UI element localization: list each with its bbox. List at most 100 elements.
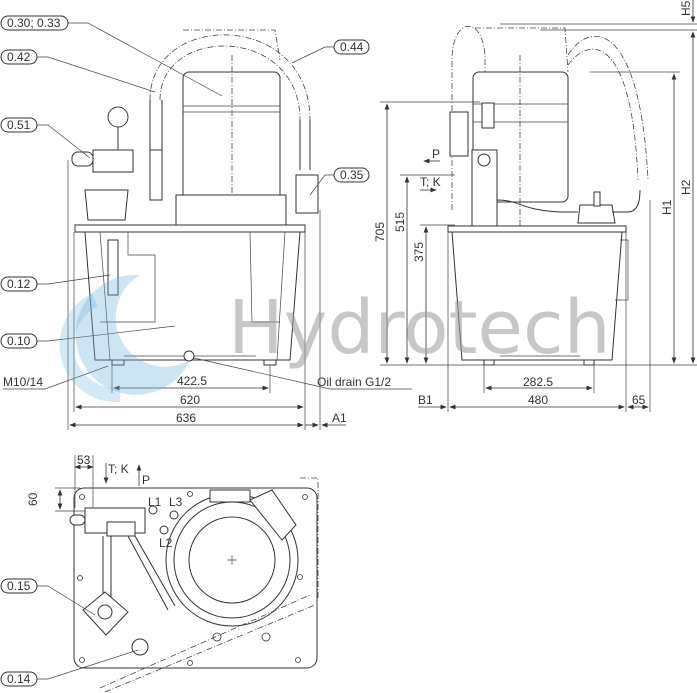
tank-inner-contour bbox=[99, 231, 286, 361]
port-l3 bbox=[169, 510, 179, 520]
dim-65: 65 bbox=[632, 393, 646, 407]
callout-text: 0.30; 0.33 bbox=[7, 16, 61, 30]
callout-text: 0.44 bbox=[340, 40, 364, 54]
mounting-hole bbox=[302, 494, 308, 500]
callout-0-10: 0.10 bbox=[0, 325, 176, 349]
dim-tank-width: 620 bbox=[180, 393, 200, 407]
motor-bracket bbox=[209, 489, 251, 503]
dim-282-5: 282.5 bbox=[523, 375, 553, 389]
top-port-p-label: P bbox=[142, 473, 150, 487]
mounting-hole bbox=[261, 632, 271, 642]
solenoid-connector bbox=[69, 514, 86, 526]
port-l2 bbox=[159, 525, 169, 535]
pressure-filter bbox=[82, 591, 129, 636]
oil-level-gauge bbox=[107, 239, 119, 296]
dim-h1: H1 bbox=[660, 199, 674, 215]
leader-line bbox=[3, 365, 109, 390]
dim-foot-spacing: 422.5 bbox=[177, 374, 207, 388]
mounting-hole bbox=[295, 657, 301, 663]
pressure-filter bbox=[84, 189, 129, 221]
hose-lines bbox=[149, 100, 311, 170]
port-l1 bbox=[148, 505, 158, 515]
hose-outline bbox=[99, 594, 316, 693]
extension-lines bbox=[55, 455, 94, 512]
oil-drain bbox=[183, 350, 195, 362]
tank-foot bbox=[111, 359, 125, 366]
dim-53: 53 bbox=[77, 453, 91, 467]
dim-375: 375 bbox=[412, 242, 426, 262]
hose-outline bbox=[475, 27, 569, 73]
mounting-hole bbox=[187, 491, 193, 497]
filter-center bbox=[97, 604, 113, 620]
extension-lines bbox=[380, 23, 697, 412]
dim-h2: H2 bbox=[679, 179, 693, 195]
motor-adapter bbox=[175, 194, 287, 226]
top-port-tk-label: T; K bbox=[108, 462, 129, 476]
dim-705: 705 bbox=[373, 222, 387, 242]
callout-text: 0.35 bbox=[340, 168, 364, 182]
watermark-text: Hydrotech bbox=[228, 285, 611, 371]
dim-a1: A1 bbox=[332, 411, 347, 425]
motor bbox=[182, 71, 281, 203]
hose-outline bbox=[149, 29, 311, 121]
port-l3-label: L3 bbox=[169, 495, 183, 509]
dim-60: 60 bbox=[26, 492, 40, 506]
watermark-swirl bbox=[75, 274, 190, 395]
callout-0-42: 0.42 bbox=[0, 49, 156, 93]
oil-drain-label: Oil drain G1/2 bbox=[317, 375, 391, 389]
callout-0-14: 0.14 bbox=[0, 649, 139, 687]
callout-text: 0.51 bbox=[7, 118, 31, 132]
pipes bbox=[102, 535, 176, 611]
pressure-switch bbox=[295, 174, 319, 214]
pipe bbox=[496, 199, 578, 213]
leader-line bbox=[37, 56, 156, 93]
leader-line bbox=[309, 174, 334, 196]
leader-line bbox=[37, 649, 139, 680]
motor-housing bbox=[188, 516, 276, 604]
pipe bbox=[612, 189, 641, 213]
valve-port bbox=[477, 153, 491, 167]
filler-cap bbox=[131, 638, 149, 656]
tank-handle bbox=[615, 239, 629, 301]
callout-text: 0.15 bbox=[7, 579, 31, 593]
hose-outline bbox=[567, 48, 639, 181]
port-p-label: P bbox=[432, 147, 440, 161]
side-tank-lid bbox=[447, 225, 627, 233]
mounting-hole bbox=[77, 575, 83, 581]
callout-text: 0.12 bbox=[7, 277, 31, 291]
dim-h5: H5 bbox=[679, 0, 693, 16]
side-view: 705 515 375 H1 H2 H5 282.5 480 65 B1 P T… bbox=[373, 0, 697, 412]
leader-line bbox=[291, 46, 334, 64]
mounting-hole bbox=[79, 494, 85, 500]
hose-fitting bbox=[149, 149, 163, 201]
callout-0-35: 0.35 bbox=[309, 167, 370, 196]
callout-0-15: 0.15 bbox=[0, 578, 96, 616]
watermark-swirl-arc bbox=[59, 293, 121, 403]
valve-block bbox=[92, 149, 134, 173]
pressure-gauge bbox=[107, 106, 129, 128]
dim-overall-width: 636 bbox=[176, 411, 196, 425]
leader-line bbox=[68, 22, 223, 97]
front-view: 422.5 620 636 A1 0.30; 0.33 0.42 0.51 0.… bbox=[0, 15, 412, 430]
oil-tank bbox=[84, 231, 301, 361]
hose-outline bbox=[300, 477, 319, 600]
leader-line bbox=[37, 274, 111, 285]
tank-lid bbox=[74, 224, 306, 233]
mounting-holes bbox=[77, 491, 308, 666]
callout-0-12: 0.12 bbox=[0, 274, 111, 292]
mounting-hole bbox=[297, 574, 303, 580]
dim-515: 515 bbox=[393, 212, 407, 232]
callout-text: 0.42 bbox=[7, 50, 31, 64]
hose-outline bbox=[451, 25, 486, 210]
mounting-hole bbox=[187, 660, 193, 666]
filter-indicator bbox=[593, 191, 601, 207]
mounting-hole bbox=[79, 657, 85, 663]
valve-stack bbox=[449, 111, 469, 157]
leader-line bbox=[37, 585, 96, 616]
top-view: L1 L3 L2 53 60 T; K P 0.15 0.14 bbox=[0, 453, 319, 693]
side-valve-block bbox=[471, 149, 498, 227]
callout-0-30-0-33: 0.30; 0.33 bbox=[0, 15, 223, 97]
side-oil-tank bbox=[451, 231, 623, 361]
